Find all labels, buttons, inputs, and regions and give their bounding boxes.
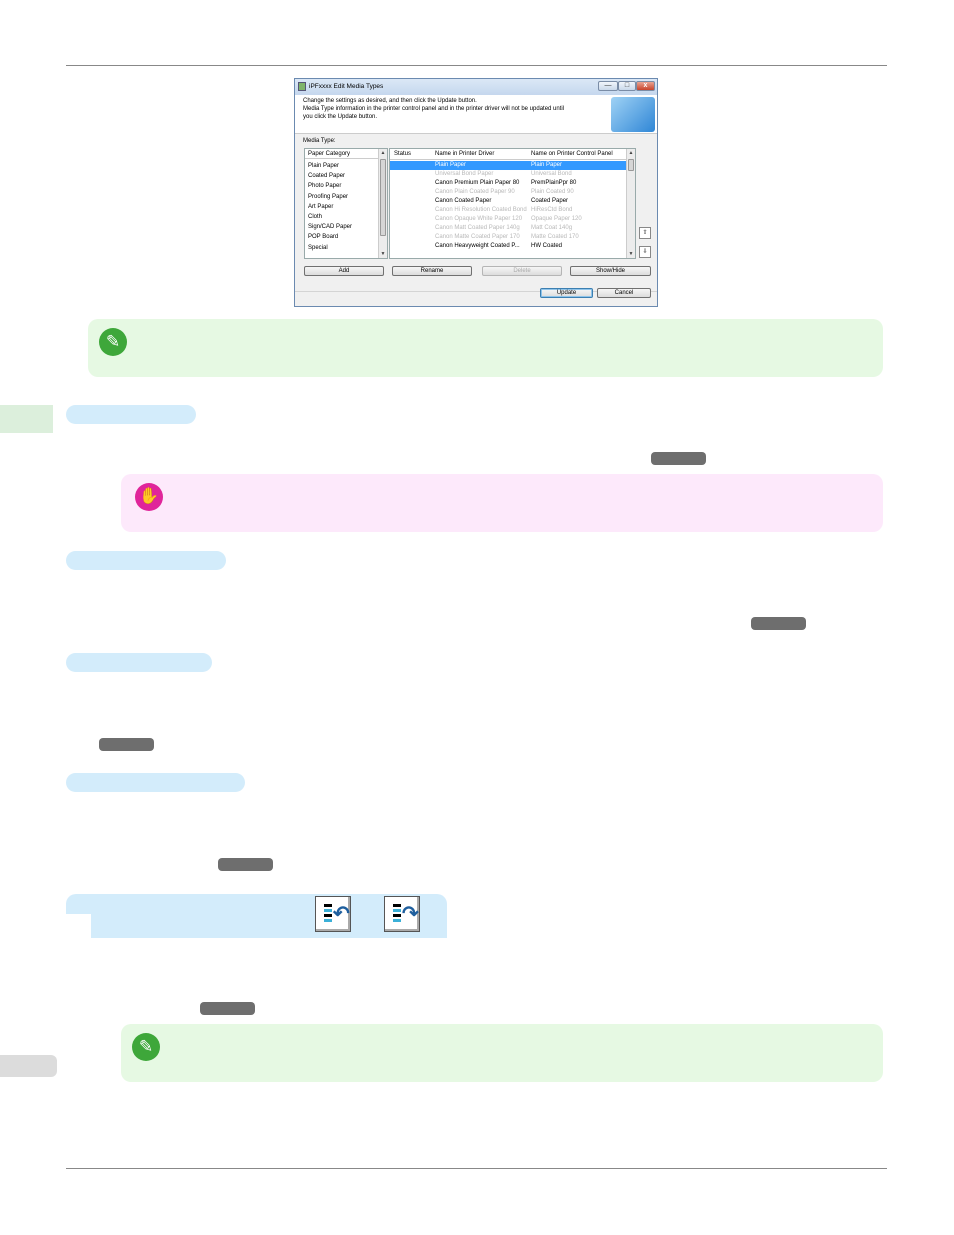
table-row[interactable]: Canon Premium Plain Paper 80 PremPlainPpr… <box>390 179 626 188</box>
move-down-icon[interactable]: ⇩ <box>639 246 651 258</box>
important-box <box>121 474 883 532</box>
chapter-tab[interactable] <box>0 405 53 433</box>
move-down-toolbar-icon: ↷ <box>384 896 420 932</box>
note-pencil-icon: ✎ <box>99 328 127 356</box>
rename-button[interactable]: Rename <box>392 266 472 276</box>
app-icon <box>298 82 306 91</box>
driver-name-cell: Canon Matte Coated Paper 170 <box>435 234 520 240</box>
dialog-instructions: Change the settings as desired, and then… <box>303 98 565 120</box>
list-item[interactable]: Special <box>308 244 328 251</box>
category-header: Paper Category <box>305 149 379 159</box>
list-item[interactable]: Proofing Paper <box>308 193 349 200</box>
paper-category-list[interactable]: Paper Category Plain Paper Coated Paper … <box>304 148 388 259</box>
table-header: Status Name in Printer Driver Name on Pr… <box>390 149 627 160</box>
section-header <box>66 405 196 424</box>
panel-name-cell: Coated Paper <box>531 198 569 204</box>
section-header <box>66 894 447 914</box>
close-button[interactable]: x <box>636 81 655 91</box>
note-box <box>88 319 883 377</box>
list-item[interactable]: POP Board <box>308 234 339 241</box>
dialog-title: iPFxxxx Edit Media Types <box>309 83 384 90</box>
reference-link[interactable] <box>200 1002 255 1015</box>
category-scrollbar[interactable]: ▲ ▼ <box>378 149 387 258</box>
edit-media-types-dialog: iPFxxxx Edit Media Types — □ x Change th… <box>294 78 658 307</box>
table-scrollbar[interactable]: ▲ ▼ <box>626 149 635 258</box>
reference-link[interactable] <box>218 858 273 871</box>
media-type-label: Media Type: <box>303 138 336 144</box>
show-hide-button[interactable]: Show/Hide <box>570 266 651 276</box>
printer-media-graphic <box>611 97 655 132</box>
reference-link[interactable] <box>651 452 706 465</box>
add-button[interactable]: Add <box>304 266 384 276</box>
table-row[interactable]: Canon Matte Coated Paper 170 Matte Coated… <box>390 233 626 242</box>
panel-name-cell: PremPlainPpr 80 <box>531 180 577 186</box>
table-row[interactable]: Universal Bond Paper Universal Bond <box>390 170 626 179</box>
panel-name-cell: Opaque Paper 120 <box>531 216 582 222</box>
delete-button[interactable]: Delete <box>482 266 562 276</box>
dialog-title-bar: iPFxxxx Edit Media Types — □ x <box>295 79 657 95</box>
list-item[interactable]: Sign/CAD Paper <box>308 224 353 231</box>
section-header <box>66 773 245 792</box>
driver-name-cell: Canon Matt Coated Paper 140g <box>435 225 520 231</box>
list-item[interactable]: Plain Paper <box>308 163 340 169</box>
minimize-button[interactable]: — <box>598 81 618 91</box>
table-row[interactable]: Canon Hi Resolution Coated Bond HiResCtd … <box>390 206 626 215</box>
dialog-header: Change the settings as desired, and then… <box>295 95 657 134</box>
scroll-thumb[interactable] <box>380 159 386 236</box>
column-status[interactable]: Status <box>394 151 412 157</box>
top-rule <box>66 65 887 66</box>
scroll-down-arrow-icon[interactable]: ▼ <box>380 251 386 257</box>
driver-name-cell: Canon Plain Coated Paper 90 <box>435 189 515 195</box>
section-header <box>66 551 226 570</box>
driver-name-cell: Universal Bond Paper <box>435 171 494 177</box>
scroll-up-arrow-icon[interactable]: ▲ <box>380 150 386 156</box>
table-row[interactable]: Canon Matt Coated Paper 140g Matt Coat 14… <box>390 224 626 233</box>
panel-name-cell: Matte Coated 170 <box>531 234 579 240</box>
panel-name-cell: HW Coated <box>531 243 563 249</box>
panel-name-cell: Matt Coat 140g <box>531 225 573 231</box>
list-item[interactable]: Coated Paper <box>308 173 346 180</box>
panel-name-cell: HiResCtd Bond <box>531 207 573 213</box>
bottom-rule <box>66 1168 887 1169</box>
scroll-down-arrow-icon[interactable]: ▼ <box>628 251 634 257</box>
reference-link[interactable] <box>751 617 806 630</box>
page-tab[interactable] <box>0 1055 57 1077</box>
media-type-table[interactable]: Status Name in Printer Driver Name on Pr… <box>389 148 636 259</box>
driver-name-cell: Canon Premium Plain Paper 80 <box>435 180 520 186</box>
table-row[interactable]: Canon Heavyweight Coated P... HW Coated <box>390 242 626 251</box>
list-item[interactable]: Cloth <box>308 214 323 221</box>
driver-name-cell: Canon Heavyweight Coated P... <box>435 243 520 249</box>
list-item[interactable]: Photo Paper <box>308 183 342 190</box>
note-pencil-icon: ✎ <box>132 1033 160 1061</box>
driver-name-cell: Canon Hi Resolution Coated Bond <box>435 207 527 213</box>
scroll-up-arrow-icon[interactable]: ▲ <box>628 150 634 156</box>
update-button[interactable]: Update <box>540 288 593 298</box>
table-row[interactable]: Plain Paper Plain Paper <box>390 161 626 170</box>
scroll-thumb[interactable] <box>628 159 634 171</box>
section-header <box>66 653 212 672</box>
move-up-toolbar-icon: ↶ <box>315 896 351 932</box>
driver-name-cell: Canon Coated Paper <box>435 198 492 204</box>
reference-link[interactable] <box>99 738 154 751</box>
note-box <box>121 1024 883 1082</box>
important-hand-icon: ✋ <box>135 483 163 511</box>
dialog-separator <box>295 291 657 292</box>
table-row[interactable]: Canon Plain Coated Paper 90 Plain Coated … <box>390 188 626 197</box>
driver-name-cell: Canon Opaque White Paper 120 <box>435 216 523 222</box>
move-up-icon[interactable]: ⇧ <box>639 227 651 239</box>
list-item[interactable]: Art Paper <box>308 203 334 210</box>
panel-name-cell: Plain Paper <box>531 162 563 168</box>
column-panel-name[interactable]: Name on Printer Control Panel <box>531 151 613 157</box>
cancel-button[interactable]: Cancel <box>597 288 651 298</box>
driver-name-cell: Plain Paper <box>435 162 467 168</box>
column-driver-name[interactable]: Name in Printer Driver <box>435 151 495 157</box>
panel-name-cell: Plain Coated 90 <box>531 189 574 195</box>
maximize-button[interactable]: □ <box>618 81 636 91</box>
table-row[interactable]: Canon Opaque White Paper 120 Opaque Paper… <box>390 215 626 224</box>
table-row[interactable]: Canon Coated Paper Coated Paper <box>390 197 626 206</box>
panel-name-cell: Universal Bond <box>531 171 572 177</box>
